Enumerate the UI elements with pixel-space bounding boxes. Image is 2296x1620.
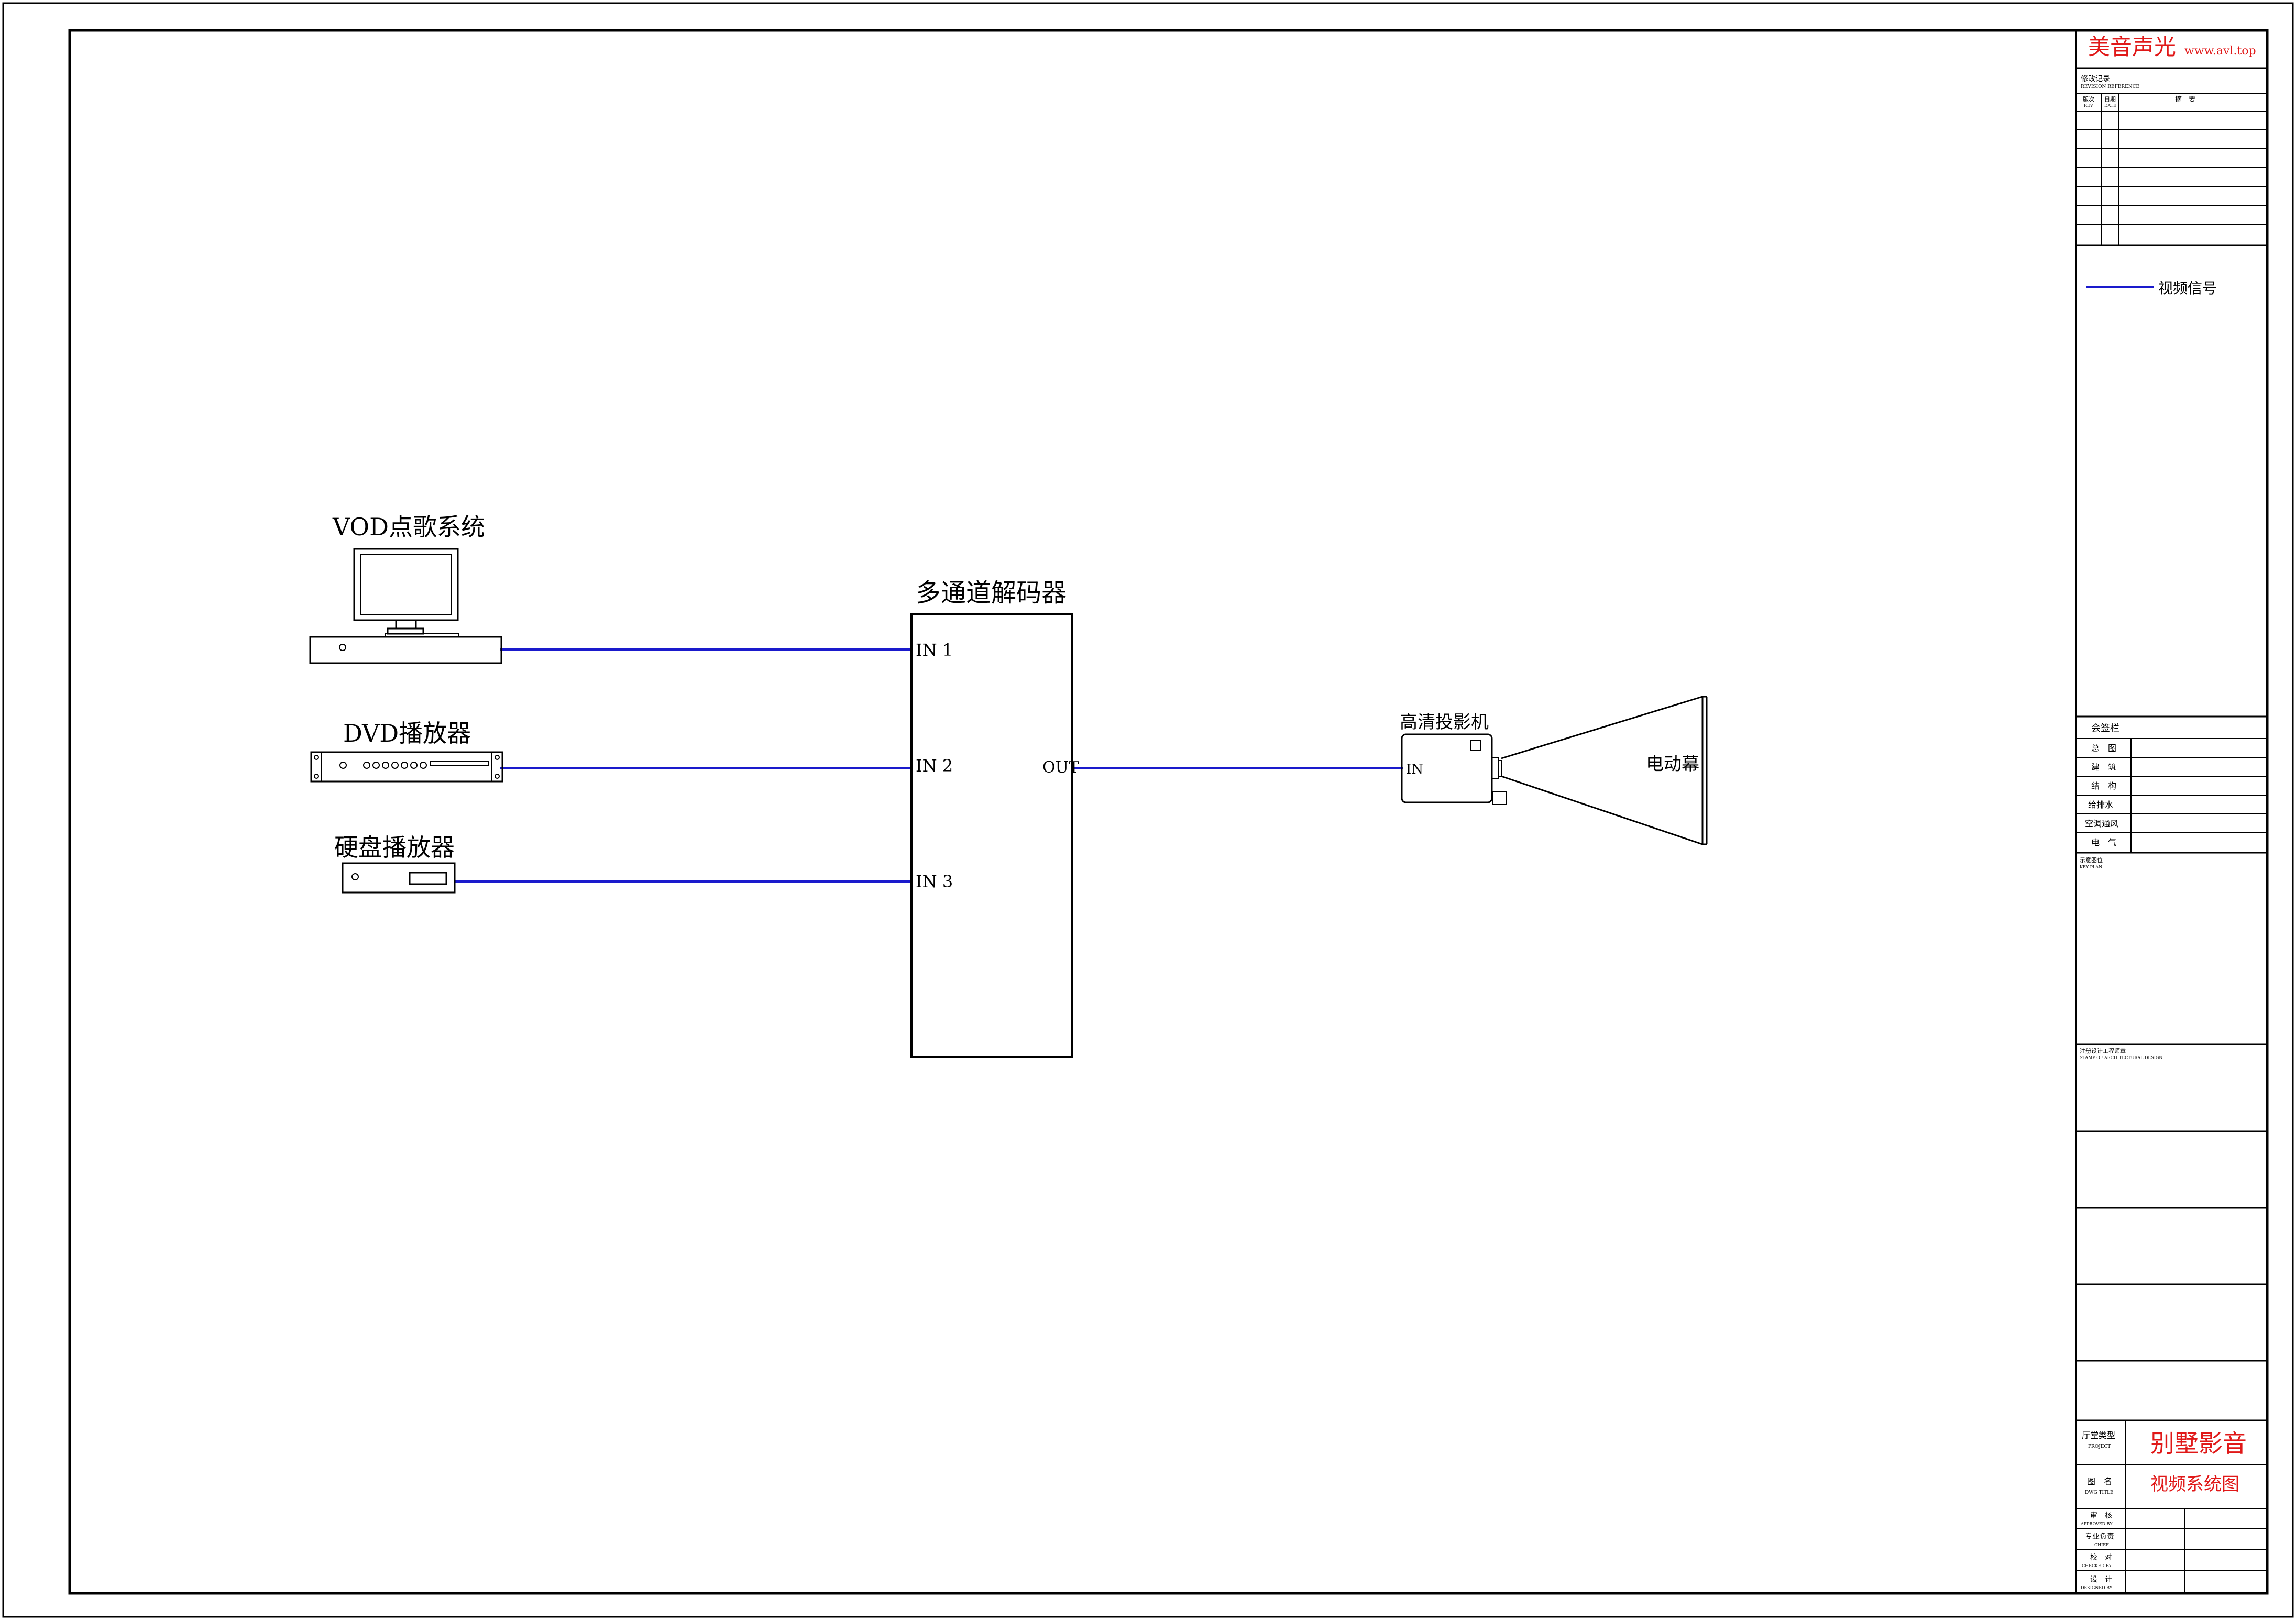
key-plan-label: 示意图位: [2080, 856, 2103, 864]
hd-projector: 高清投影机 IN: [1400, 712, 1507, 805]
monitor-icon: [353, 548, 459, 637]
projector-in: IN: [1406, 762, 1423, 777]
decoder-box: [910, 613, 1073, 1058]
chief-label-en: CHIEF: [2094, 1542, 2109, 1547]
date-header-en: DATE: [2104, 103, 2116, 108]
dvd-rack-icon: [310, 751, 503, 783]
dvd-player: DVD播放器: [310, 719, 503, 783]
stamp-label-en: STAMP OF ARCHITECTURAL DESIGN: [2080, 1055, 2162, 1060]
drawing-title-label: 图 名: [2087, 1476, 2112, 1486]
revision-title-en: REVISION REFERENCE: [2081, 84, 2139, 90]
projector-label: 高清投影机: [1400, 712, 1489, 733]
discipline-2: 建 筑: [2091, 762, 2116, 772]
discipline-4: 给排水: [2088, 800, 2113, 810]
project-value: 别墅影音: [2150, 1429, 2247, 1458]
rev-header: 版次: [2083, 95, 2094, 103]
title-block: 美音声光 www.avl.top 修改记录 REVISION REFERENCE…: [2075, 30, 2267, 1593]
legend-signal-label: 视频信号: [2158, 280, 2217, 297]
discipline-3: 结 构: [2091, 781, 2116, 791]
stamp-label: 注册设计工程师章: [2080, 1047, 2126, 1054]
drawing-title-label-en: DWG TITLE: [2085, 1490, 2114, 1495]
signoff-title: 会签栏: [2091, 723, 2119, 734]
multichannel-decoder: 多通道解码器 IN 1 IN 2 IN 3 OUT: [910, 578, 1079, 1058]
checked-label-en: CHECKED BY: [2082, 1563, 2112, 1568]
vod-system: VOD点歌系统: [309, 513, 502, 664]
company-name: 美音声光: [2088, 34, 2176, 60]
key-plan-label-en: KEY PLAN: [2080, 865, 2102, 869]
electric-screen: 电动幕: [1501, 696, 1708, 845]
discipline-6: 电 气: [2091, 837, 2116, 847]
decoder-out: OUT: [1042, 758, 1079, 777]
checked-label: 校 对: [2090, 1553, 2112, 1562]
project-type-label-en: PROJECT: [2088, 1444, 2111, 1449]
designed-label-en: DESIGNED BY: [2081, 1585, 2113, 1590]
approved-label-en: APPROVED BY: [2080, 1522, 2113, 1526]
decoder-in2: IN 2: [916, 756, 953, 776]
screen-label: 电动幕: [1646, 754, 1699, 775]
date-header: 日期: [2104, 96, 2116, 103]
decoder-in1: IN 1: [916, 640, 953, 660]
revision-title: 修改记录: [2081, 75, 2110, 83]
approved-label: 审 核: [2090, 1512, 2112, 1520]
hdd-box-icon: [342, 862, 456, 894]
discipline-5: 空调通风: [2085, 819, 2118, 829]
decoder-in3: IN 3: [916, 872, 953, 891]
rev-header-en: REV: [2084, 103, 2093, 108]
company-website: www.avl.top: [2184, 45, 2256, 58]
drawing-title-value: 视频系统图: [2150, 1474, 2239, 1495]
decoder-label: 多通道解码器: [916, 578, 1067, 608]
summary-header: 摘 要: [2175, 95, 2195, 104]
drawing-frame: [68, 29, 2269, 1595]
chief-label: 专业负责: [2085, 1533, 2114, 1541]
discipline-1: 总 图: [2091, 743, 2116, 753]
hdd-label: 硬盘播放器: [334, 833, 455, 862]
dvd-label: DVD播放器: [343, 719, 471, 747]
hdd-player: 硬盘播放器: [334, 833, 456, 894]
project-type-label: 厅堂类型: [2082, 1430, 2115, 1440]
computer-case-icon: [309, 636, 502, 664]
vod-label: VOD点歌系统: [332, 513, 485, 541]
designed-label: 设 计: [2090, 1575, 2112, 1584]
